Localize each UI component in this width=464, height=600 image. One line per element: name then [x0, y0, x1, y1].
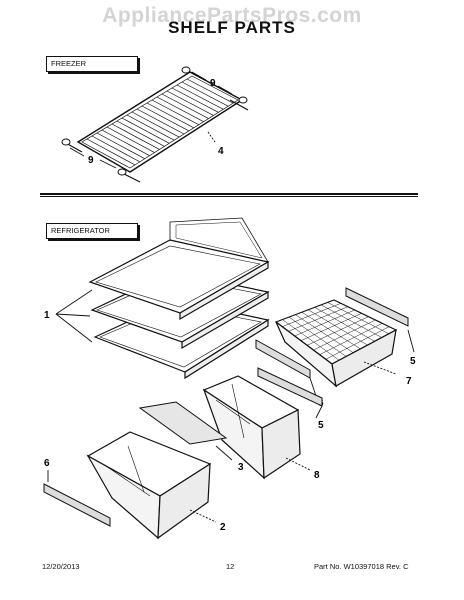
callout-rail-middle: 5: [318, 420, 324, 431]
meat-pan: [274, 299, 398, 388]
footer-date: 12/20/2013: [42, 562, 80, 571]
callout-meat-pan: 7: [406, 376, 412, 387]
callout-freezer-support-top: 9: [210, 78, 216, 89]
callout-rail-lower-left: 6: [44, 458, 50, 469]
freezer-shelf-supports: [61, 66, 248, 176]
crisper-drawer: [86, 431, 212, 540]
glass-shelves-leaders: [55, 289, 93, 343]
callout-glass-shelves: 1: [44, 310, 50, 321]
callout-freezer-support-bottom: 9: [88, 155, 94, 166]
freezer-wire-shelf: [63, 69, 249, 183]
callout-rail-top-right: 5: [410, 356, 416, 367]
watermark: AppliancePartsPros.com: [102, 4, 362, 27]
callout-crisper-drawer: 2: [220, 522, 226, 533]
refrigerator-section-label: REFRIGERATOR: [46, 223, 138, 239]
rail-top-right: [345, 287, 409, 327]
crisper-right: [202, 375, 301, 480]
footer-part-number: Part No. W10397018 Rev. C: [314, 562, 409, 571]
glass-shelf-stack: [88, 217, 270, 380]
rail-lower-left: [43, 483, 111, 527]
page-title: SHELF PARTS: [168, 18, 296, 37]
footer-page-number: 12: [226, 562, 235, 571]
drawer-cover: [138, 401, 228, 445]
callout-crisper-right: 8: [314, 470, 320, 481]
freezer-callout-leaders: [69, 71, 233, 169]
callout-drawer-cover: 3: [238, 462, 244, 473]
freezer-section-label: FREEZER: [46, 56, 138, 72]
callout-freezer-shelf: 4: [218, 146, 224, 157]
